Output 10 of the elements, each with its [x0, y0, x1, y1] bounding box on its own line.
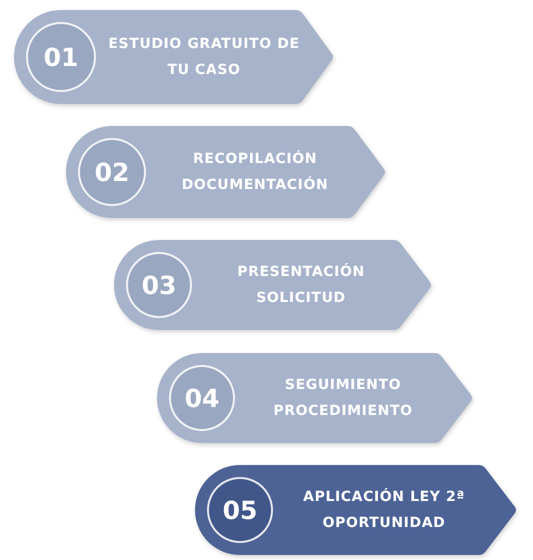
step-title: ESTUDIO GRATUITO DE TU CASO [107, 35, 301, 80]
step-title: SEGUIMIENTO PROCEDIMIENTO [272, 376, 414, 421]
arrow-step-shape [14, 10, 334, 104]
step-title: PRESENTACIÓN SOLICITUD [236, 262, 366, 308]
arrow-step-shape [195, 465, 517, 555]
arrow-step-shape [66, 126, 386, 218]
arrow-step-shape [157, 353, 473, 443]
step-title: APLICACIÓN LEY 2ª OPORTUNIDAD [302, 487, 466, 533]
step-title: RECOPILACIÓN DOCUMENTACIÓN [180, 149, 330, 195]
arrow-step-shape [114, 240, 432, 330]
